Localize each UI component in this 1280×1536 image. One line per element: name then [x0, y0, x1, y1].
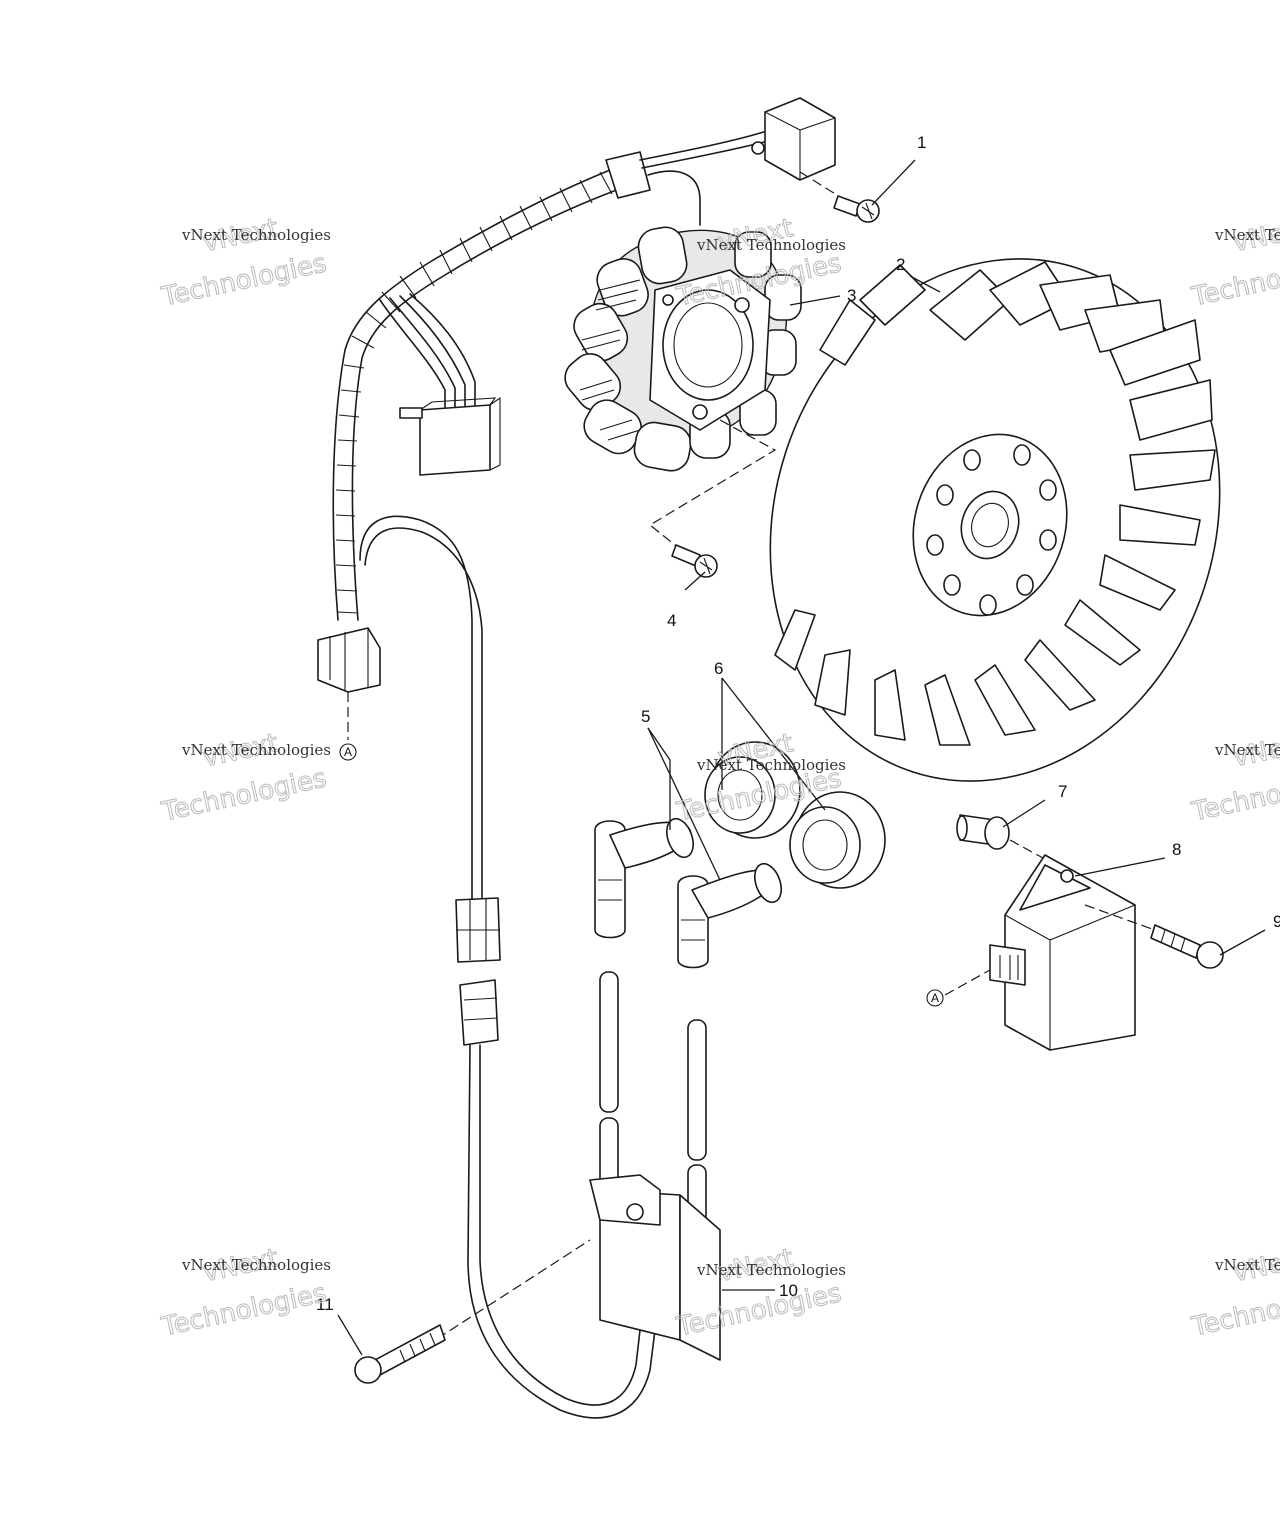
regulator — [944, 854, 1136, 1051]
svg-text:vNext Technologies: vNext Technologies — [181, 226, 331, 244]
watermark: vNext vNext Technologies Technologies — [158, 213, 331, 313]
callouts: 1 2 3 4 5 6 7 8 9 10 11 — [316, 133, 1280, 1314]
callout-10: 10 — [779, 1281, 798, 1300]
svg-text:Technologies: Technologies — [159, 763, 330, 827]
reference-mark-regulator: A — [926, 989, 944, 1007]
svg-text:Technologies: Technologies — [159, 1278, 330, 1342]
bolt-11 — [354, 1324, 446, 1384]
leader-lines — [337, 159, 1266, 1356]
wire-harness — [317, 97, 836, 1419]
svg-text:vNext Technologies: vNext Technologies — [181, 741, 331, 759]
callout-4: 4 — [667, 611, 676, 630]
bolt-9 — [1084, 904, 1224, 969]
watermark: vNext vNext Technologies Technologies — [158, 1243, 331, 1343]
callout-2: 2 — [896, 255, 905, 274]
svg-text:Technologies: Technologies — [1189, 763, 1280, 827]
callout-9: 9 — [1273, 912, 1280, 931]
watermark: vNext vNext Technologies Technologies — [158, 728, 331, 828]
svg-text:vNext Technologies: vNext Technologies — [696, 1261, 846, 1279]
watermark: vNext vNext Technologies Technologies — [1188, 1243, 1280, 1343]
spark-plug-caps — [594, 817, 782, 969]
callout-6: 6 — [714, 659, 723, 678]
ref-a-label: A — [931, 991, 939, 1005]
watermark: vNext vNext Technologies Technologies — [1188, 728, 1280, 828]
callout-11: 11 — [316, 1295, 334, 1314]
svg-text:Technologies: Technologies — [1189, 248, 1280, 312]
ref-a-label: A — [344, 745, 352, 759]
callout-3: 3 — [847, 286, 856, 305]
svg-text:Technologies: Technologies — [1189, 1278, 1280, 1342]
svg-text:vNext Technologies: vNext Technologies — [1214, 741, 1280, 759]
callout-8: 8 — [1172, 840, 1181, 859]
svg-text:vNext Technologies: vNext Technologies — [696, 756, 846, 774]
grommets — [704, 741, 886, 889]
watermark: vNext vNext Technologies Technologies — [1188, 213, 1280, 313]
stator — [564, 226, 802, 566]
svg-text:vNext Technologies: vNext Technologies — [1214, 1256, 1280, 1274]
svg-text:vNext Technologies: vNext Technologies — [696, 236, 846, 254]
svg-text:vNext Technologies: vNext Technologies — [1214, 226, 1280, 244]
screw-1 — [799, 171, 880, 223]
callout-5: 5 — [641, 707, 650, 726]
callout-1: 1 — [917, 133, 926, 152]
callout-7: 7 — [1058, 782, 1067, 801]
svg-text:Technologies: Technologies — [159, 248, 330, 312]
screw-4 — [671, 544, 718, 578]
reference-mark-harness: A — [339, 743, 357, 761]
ignition-coil — [411, 1174, 721, 1361]
flywheel — [769, 258, 1221, 782]
svg-text:vNext Technologies: vNext Technologies — [181, 1256, 331, 1274]
